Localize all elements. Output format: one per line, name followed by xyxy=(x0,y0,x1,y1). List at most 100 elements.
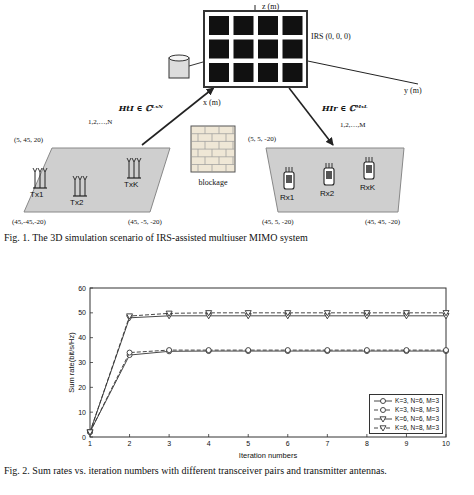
x-tick-label: 7 xyxy=(325,440,329,447)
x-tick xyxy=(248,434,249,437)
x-tick xyxy=(208,434,209,437)
legend-text: K=3, N=8, M=3 xyxy=(395,406,439,413)
brick-joint xyxy=(226,149,227,157)
scene-label: (5, 45, 20) xyxy=(14,136,43,144)
triangle-marker xyxy=(380,416,386,421)
antenna-mast xyxy=(134,162,135,178)
brick-row xyxy=(191,141,235,142)
axis-title: Iteration numbers xyxy=(239,451,297,460)
circle-marker xyxy=(444,349,449,354)
rx-plane: Rx1Rx2RxK xyxy=(258,145,408,215)
x-tick-label: 2 xyxy=(128,440,132,447)
scene-label: (45, 45, -20) xyxy=(365,218,400,226)
circle-marker xyxy=(285,348,290,353)
antenna-head xyxy=(43,168,47,172)
irs-frame xyxy=(204,11,307,87)
brick-joint xyxy=(212,149,213,157)
y-tick-label: 40 xyxy=(78,334,86,341)
circle-marker xyxy=(206,349,211,354)
node-label: Rx2 xyxy=(320,189,334,198)
phone-antenna xyxy=(329,163,330,168)
x-tick xyxy=(287,434,288,437)
scene-label: 1,2,…,M xyxy=(340,121,365,129)
circle-marker xyxy=(206,348,211,353)
circle-marker xyxy=(246,348,251,353)
phone-body xyxy=(324,168,334,185)
channel-arrow xyxy=(289,88,333,145)
controller-device xyxy=(169,55,203,78)
antenna-mast xyxy=(40,172,41,188)
scene-label: (5, 5, -20) xyxy=(248,135,276,143)
brick-row xyxy=(191,133,235,134)
legend-sample xyxy=(373,397,393,405)
phone-antenna xyxy=(366,157,367,162)
circle-marker xyxy=(167,348,172,353)
brick-joint xyxy=(212,134,213,142)
brick-joint xyxy=(205,126,206,134)
phone-antenna xyxy=(289,167,290,172)
antenna-head xyxy=(137,158,141,162)
phone-screen xyxy=(286,175,292,183)
x-tick-label: 3 xyxy=(167,440,171,447)
irs-element xyxy=(258,40,278,59)
coordinate-axes xyxy=(205,5,418,95)
brick-joint xyxy=(219,126,220,134)
chart-legend: K=3, N=6, M=3K=3, N=8, M=3K=6, N=6, M=3K… xyxy=(369,394,443,434)
brick-row xyxy=(191,164,235,165)
scene-label: (45,-45,-20) xyxy=(12,218,46,226)
brick-joint xyxy=(219,141,220,149)
x-tick-label: 6 xyxy=(286,440,290,447)
y-tick xyxy=(90,337,93,338)
brick-joint xyxy=(198,134,199,142)
ground-plane xyxy=(24,148,170,212)
irs-element xyxy=(234,40,254,59)
triangle-marker xyxy=(206,311,212,316)
triangle-marker xyxy=(166,311,172,316)
irs-element xyxy=(209,16,229,35)
phone-antenna xyxy=(332,163,333,168)
irs-element xyxy=(209,63,229,82)
circle-marker xyxy=(127,350,132,355)
antenna-mast xyxy=(35,172,36,188)
antenna-mast xyxy=(85,180,86,196)
triangle-marker xyxy=(87,430,93,435)
brick-joint xyxy=(212,165,213,173)
x-tick-label: 4 xyxy=(207,440,211,447)
phone-antenna xyxy=(326,163,327,168)
y-tick-label: 30 xyxy=(78,359,86,366)
circle-marker xyxy=(88,430,93,435)
brick-joint xyxy=(219,157,220,165)
scene-label: (45, -5, -20) xyxy=(128,218,162,226)
legend-row: K=3, N=8, M=3 xyxy=(373,405,439,414)
scene-label: z (m) xyxy=(262,2,279,11)
node-label: Tx2 xyxy=(70,198,83,207)
y-tick-label: 0 xyxy=(82,434,86,441)
circle-marker xyxy=(404,349,409,354)
y-tick xyxy=(90,437,93,438)
antenna-head xyxy=(132,158,136,162)
triangle-marker xyxy=(245,311,251,316)
antenna-head xyxy=(33,168,37,172)
x-tick xyxy=(129,434,130,437)
brick-joint xyxy=(198,149,199,157)
scene-label: 1,2,…,N xyxy=(88,118,112,126)
node-label: Tx1 xyxy=(30,190,43,199)
ground-plane xyxy=(266,148,404,212)
circle-marker xyxy=(381,407,386,412)
irs-panel-shape xyxy=(203,10,308,88)
irs-element xyxy=(234,16,254,35)
brick-joint xyxy=(226,134,227,142)
brick-joint xyxy=(198,165,199,173)
phone-antenna xyxy=(372,157,373,162)
irs-element xyxy=(258,16,278,35)
irs-element xyxy=(283,63,303,82)
brick-joint xyxy=(205,141,206,149)
x-tick xyxy=(446,434,447,437)
irs-element xyxy=(234,63,254,82)
legend-text: K=6, N=6, M=3 xyxy=(395,415,439,422)
x-tick xyxy=(327,434,328,437)
y-tick-label: 50 xyxy=(78,309,86,316)
wall xyxy=(191,126,235,172)
phone-antenna xyxy=(369,157,370,162)
